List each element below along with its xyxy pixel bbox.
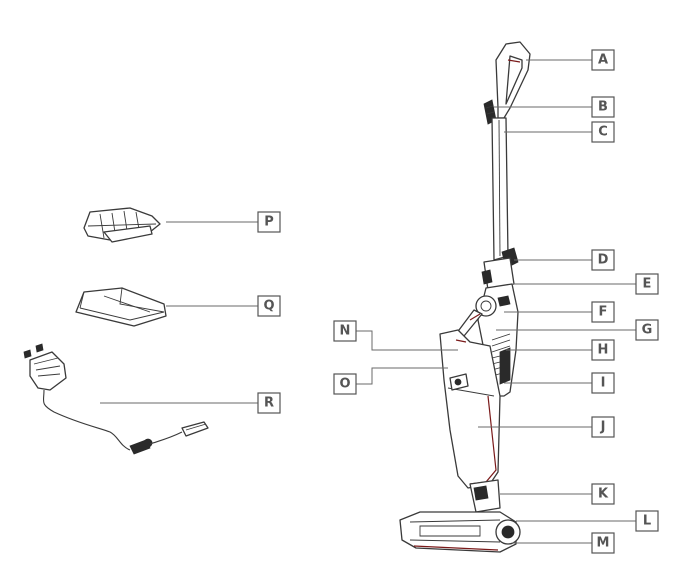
- svg-text:E: E: [643, 277, 652, 292]
- svg-text:Q: Q: [263, 299, 274, 314]
- accessory-r-charger: [23, 343, 209, 455]
- svg-text:O: O: [339, 377, 350, 392]
- accessory-p-crevice-nozzle: [83, 207, 161, 243]
- label-e: E: [635, 273, 659, 295]
- leader-lines: [100, 59, 636, 544]
- svg-text:L: L: [643, 514, 651, 529]
- svg-text:F: F: [599, 305, 608, 320]
- label-a: A: [591, 49, 615, 71]
- label-g: G: [635, 319, 659, 341]
- label-f: F: [591, 301, 615, 323]
- label-d: D: [591, 249, 615, 271]
- label-o: O: [333, 373, 357, 395]
- label-r: R: [257, 392, 281, 414]
- label-q: Q: [257, 295, 281, 317]
- svg-text:N: N: [340, 324, 351, 339]
- svg-text:I: I: [601, 376, 606, 391]
- label-i: I: [591, 372, 615, 394]
- label-k: K: [591, 483, 615, 505]
- label-c: C: [591, 121, 615, 143]
- label-l: L: [635, 510, 659, 532]
- label-j: J: [591, 416, 615, 438]
- svg-text:R: R: [264, 396, 274, 411]
- svg-text:A: A: [598, 53, 608, 68]
- svg-text:C: C: [598, 125, 608, 140]
- charger-plug-connector: [129, 421, 209, 455]
- svg-text:M: M: [597, 536, 610, 551]
- stick-vacuum-main: [399, 41, 531, 553]
- accessory-q-wide-nozzle: [75, 287, 167, 327]
- svg-text:G: G: [642, 323, 653, 338]
- svg-text:B: B: [598, 100, 608, 115]
- svg-text:H: H: [598, 343, 609, 358]
- svg-text:P: P: [264, 215, 274, 230]
- label-p: P: [257, 211, 281, 233]
- label-h: H: [591, 339, 615, 361]
- label-b: B: [591, 96, 615, 118]
- svg-text:D: D: [598, 253, 609, 268]
- label-n: N: [333, 320, 357, 342]
- label-m: M: [591, 532, 615, 554]
- svg-text:K: K: [598, 487, 609, 502]
- svg-text:J: J: [600, 420, 606, 435]
